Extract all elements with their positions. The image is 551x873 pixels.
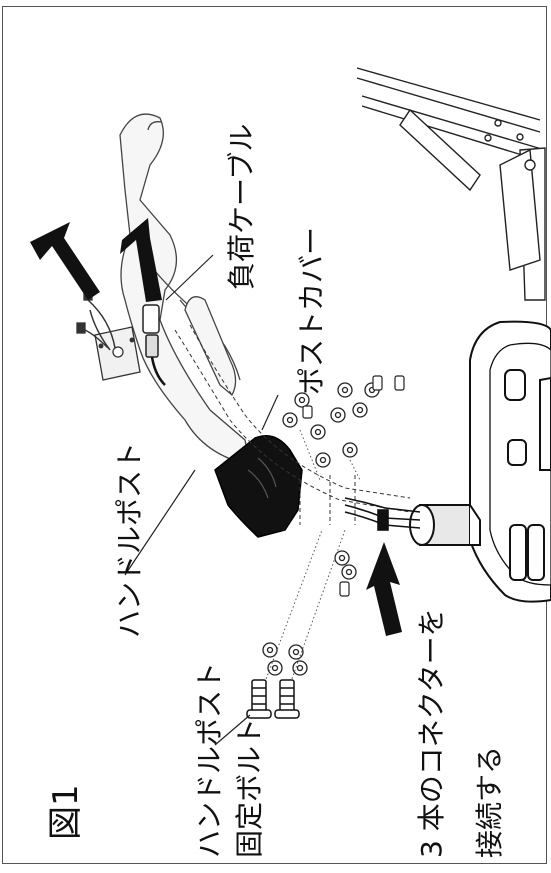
- console-plate: [76, 289, 141, 381]
- small-bolts: [302, 375, 405, 597]
- post-cover: [214, 435, 303, 538]
- arrow-connect: [366, 542, 402, 636]
- label-connect-line1: 3 本のコネクターを: [415, 608, 448, 858]
- label-handle-post-bolt-line1: ハンドルポスト: [193, 661, 226, 858]
- connector-cables: [344, 497, 421, 531]
- frame-rails: [356, 67, 546, 301]
- label-load-cable: 負荷ケーブル: [225, 123, 258, 290]
- lower-post-tube: [409, 504, 481, 546]
- label-handle-post: ハンドルポスト: [113, 441, 146, 638]
- handle-post-bolts: [246, 679, 300, 719]
- arrow-right: [120, 218, 162, 302]
- load-cable-connector: [142, 304, 166, 386]
- dashed-guides: [174, 324, 411, 525]
- bolt-guides: [261, 429, 361, 691]
- figure-number: 図1: [46, 784, 86, 840]
- label-connect-line2: 接続する: [473, 745, 506, 858]
- arrow-left: [30, 222, 100, 300]
- arrows: [30, 218, 402, 636]
- label-handle-post-bolt-line2: 固定ボルト: [233, 717, 266, 858]
- label-post-cover: ポストカバー: [295, 226, 328, 395]
- washers: [262, 382, 380, 676]
- console-body: [469, 320, 551, 603]
- leader-lines: [124, 254, 279, 746]
- upper-handle-tube: [184, 296, 237, 397]
